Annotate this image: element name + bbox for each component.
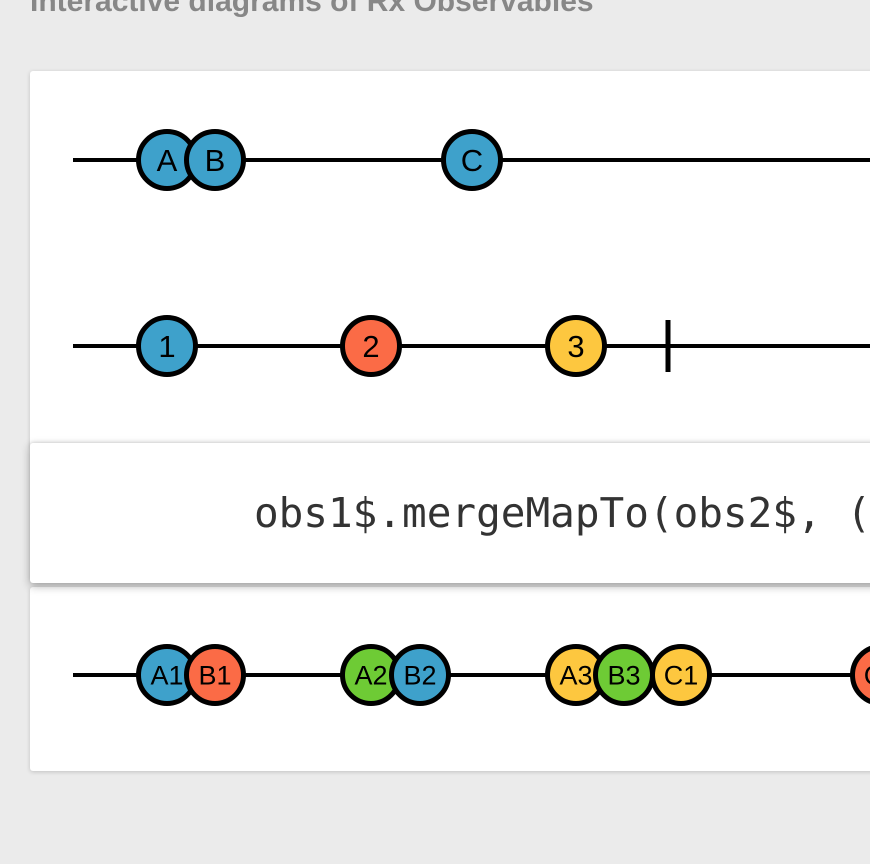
marble-A2[interactable]: A2 — [340, 644, 402, 706]
marble-label-C: C — [461, 143, 483, 178]
marble-B3[interactable]: B3 — [593, 644, 655, 706]
marble-label-A1: A1 — [150, 661, 183, 691]
operator-expression: obs1$.mergeMapTo(obs2$, ( — [253, 489, 870, 537]
marble-label-B3: B3 — [607, 661, 640, 691]
marble-A[interactable]: A — [136, 129, 198, 191]
operator-card: obs1$.mergeMapTo(obs2$, ( — [30, 443, 870, 583]
marble-C2[interactable]: C2 — [850, 646, 870, 704]
marble-label-B: B — [205, 143, 226, 178]
marble-C1[interactable]: C1 — [650, 644, 712, 706]
marble-3[interactable]: 3 — [545, 315, 607, 377]
marble-C[interactable]: C — [441, 129, 503, 191]
marble-label-2: 2 — [362, 329, 379, 364]
output-diagram-svg: A1 B1 A2 B2 A3 B3 C1 C2 — [73, 644, 870, 706]
page-title: Interactive diagrams of Rx Observables — [30, 0, 594, 18]
marble-label-B1: B1 — [198, 661, 231, 691]
marble-B1[interactable]: B1 — [184, 644, 246, 706]
marble-label-C2: C2 — [864, 661, 870, 691]
marble-label-1: 1 — [158, 329, 175, 364]
marble-1[interactable]: 1 — [136, 315, 198, 377]
marble-B[interactable]: B — [184, 129, 246, 191]
marble-label-A: A — [157, 143, 178, 178]
marble-label-A3: A3 — [559, 661, 592, 691]
marble-label-3: 3 — [567, 329, 584, 364]
marble-B2[interactable]: B2 — [389, 644, 451, 706]
marble-label-B2: B2 — [403, 661, 436, 691]
marble-2[interactable]: 2 — [340, 315, 402, 377]
marble-label-C1: C1 — [664, 661, 699, 691]
marble-label-A2: A2 — [354, 661, 387, 691]
output-diagram-card: A1 B1 A2 B2 A3 B3 C1 C2 — [30, 587, 870, 771]
